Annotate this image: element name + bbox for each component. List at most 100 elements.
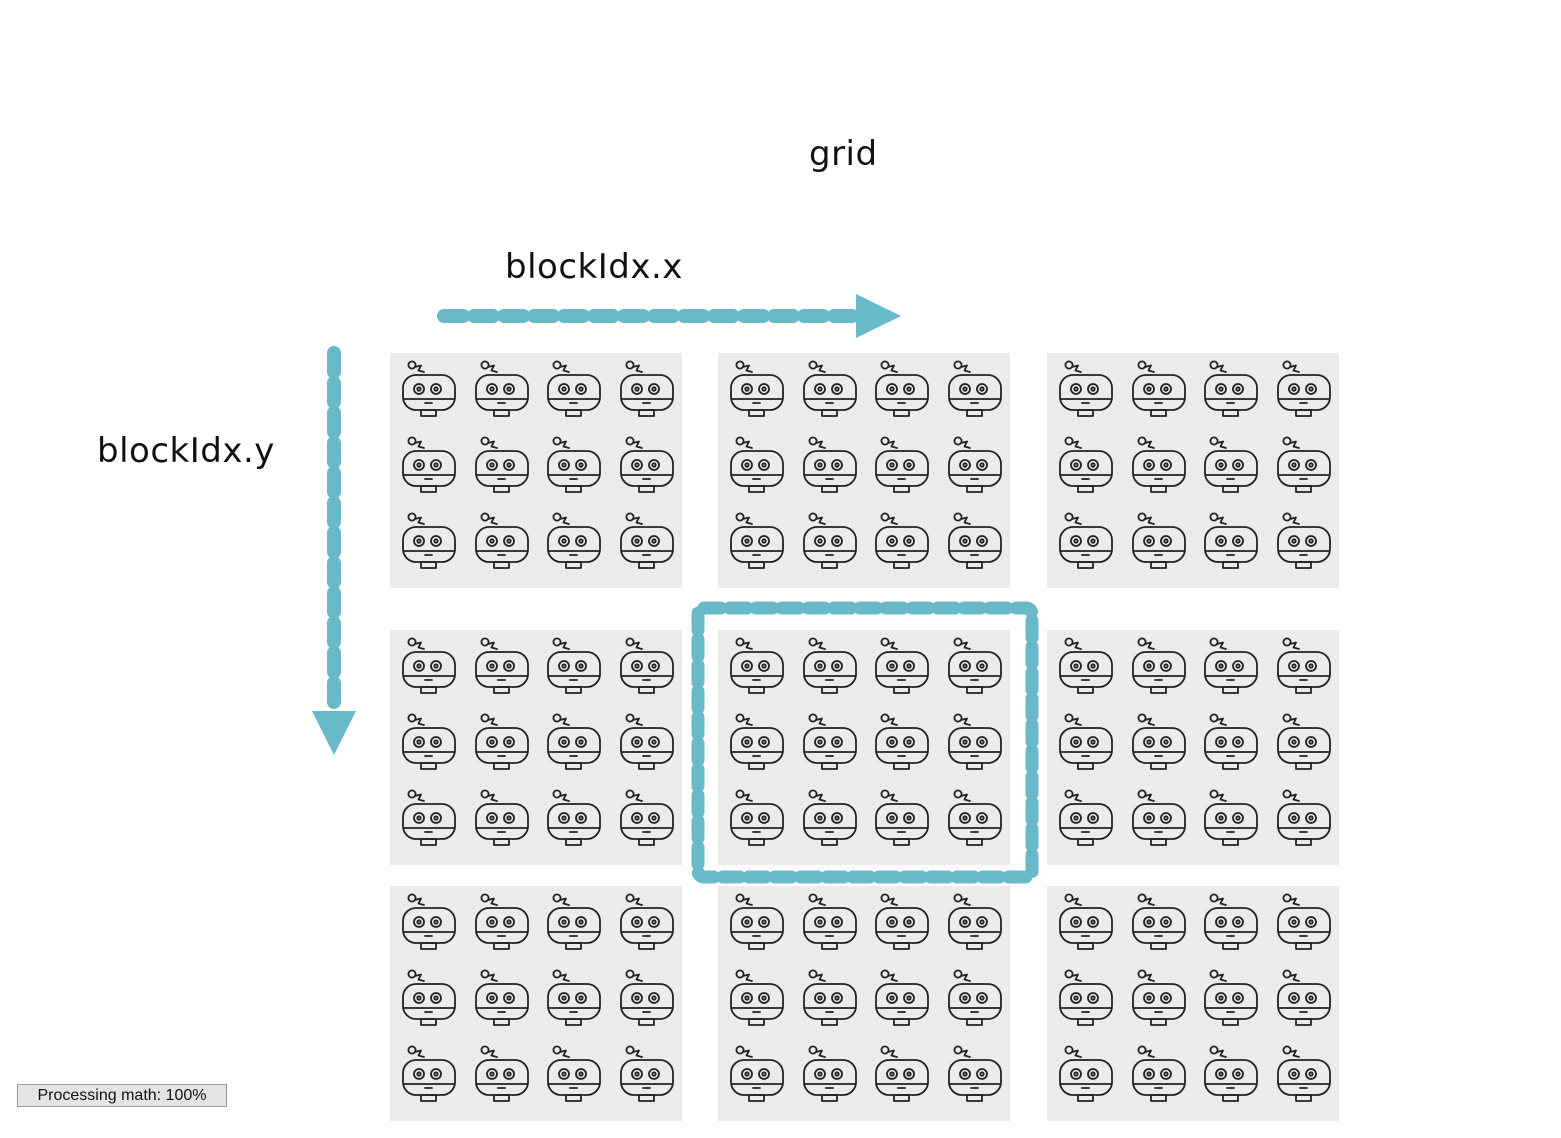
robot-icon [944, 891, 1008, 957]
robot-icon [1200, 711, 1264, 777]
robot-icon [543, 1043, 607, 1109]
robot-icon [543, 787, 607, 853]
robot-icon [1273, 787, 1337, 853]
block-idx-y-label: blockIdx.y [97, 431, 275, 471]
robot-icon [1055, 967, 1119, 1033]
robot-icon [398, 1043, 462, 1109]
robot-icon [398, 967, 462, 1033]
robot-icon [1273, 635, 1337, 701]
robot-icon [1128, 787, 1192, 853]
robot-icon [1055, 891, 1119, 957]
robot-icon [398, 787, 462, 853]
robot-icon [799, 434, 863, 500]
robot-icon [1200, 1043, 1264, 1109]
robot-icon [543, 635, 607, 701]
robot-icon [726, 434, 790, 500]
robot-icon [471, 891, 535, 957]
robot-icon [799, 635, 863, 701]
block-1-1 [718, 630, 1010, 865]
robot-icon [726, 635, 790, 701]
robot-icon [1200, 787, 1264, 853]
robot-icon [1055, 358, 1119, 424]
robot-icon [871, 510, 935, 576]
robot-icon [398, 891, 462, 957]
robot-icon [1273, 1043, 1337, 1109]
robot-icon [1055, 1043, 1119, 1109]
robot-icon [1128, 967, 1192, 1033]
robot-icon [1273, 967, 1337, 1033]
robot-icon [1128, 635, 1192, 701]
robot-icon [871, 891, 935, 957]
block-idx-x-label: blockIdx.x [505, 247, 683, 287]
robot-icon [1200, 510, 1264, 576]
robot-icon [471, 358, 535, 424]
robot-icon [799, 787, 863, 853]
robot-icon [944, 967, 1008, 1033]
robot-icon [616, 1043, 680, 1109]
robot-icon [616, 967, 680, 1033]
robot-icon [1128, 891, 1192, 957]
robot-icon [1055, 787, 1119, 853]
robot-icon [616, 434, 680, 500]
robot-icon [799, 1043, 863, 1109]
robot-icon [944, 358, 1008, 424]
robot-icon [944, 787, 1008, 853]
robot-icon [799, 891, 863, 957]
robot-icon [1200, 891, 1264, 957]
robot-icon [871, 787, 935, 853]
robot-icon [726, 510, 790, 576]
robot-icon [1055, 510, 1119, 576]
robot-icon [1055, 635, 1119, 701]
robot-icon [1273, 711, 1337, 777]
y-direction-arrow [312, 346, 356, 755]
block-1-0 [390, 630, 682, 865]
block-2-1 [718, 886, 1010, 1121]
robot-icon [398, 510, 462, 576]
robot-icon [1055, 711, 1119, 777]
robot-icon [799, 510, 863, 576]
robot-icon [1128, 510, 1192, 576]
robot-icon [799, 967, 863, 1033]
robot-icon [1273, 510, 1337, 576]
robot-icon [944, 510, 1008, 576]
robot-icon [1200, 967, 1264, 1033]
robot-icon [944, 711, 1008, 777]
grid-title: grid [809, 134, 878, 174]
robot-icon [398, 434, 462, 500]
robot-icon [1200, 358, 1264, 424]
robot-icon [871, 1043, 935, 1109]
robot-icon [871, 434, 935, 500]
robot-icon [471, 967, 535, 1033]
robot-icon [726, 891, 790, 957]
robot-icon [799, 358, 863, 424]
robot-icon [871, 358, 935, 424]
block-2-0 [390, 886, 682, 1121]
robot-icon [871, 967, 935, 1033]
robot-icon [471, 787, 535, 853]
block-0-0 [390, 353, 682, 588]
robot-icon [471, 510, 535, 576]
robot-icon [944, 635, 1008, 701]
robot-icon [543, 711, 607, 777]
robot-icon [543, 434, 607, 500]
robot-icon [1273, 358, 1337, 424]
robot-icon [616, 787, 680, 853]
robot-icon [1128, 711, 1192, 777]
robot-icon [616, 891, 680, 957]
robot-icon [1200, 434, 1264, 500]
robot-icon [1273, 891, 1337, 957]
highlight-rect [691, 601, 1039, 884]
robot-icon [799, 711, 863, 777]
robot-icon [1128, 434, 1192, 500]
robot-icon [616, 510, 680, 576]
robot-icon [398, 358, 462, 424]
robot-icon [471, 635, 535, 701]
robot-icon [543, 358, 607, 424]
robot-icon [726, 711, 790, 777]
robot-icon [616, 711, 680, 777]
robot-icon [398, 635, 462, 701]
highlighted-block-outline [691, 601, 1039, 884]
robot-icon [543, 891, 607, 957]
x-arrow-head [856, 294, 901, 338]
robot-icon [616, 358, 680, 424]
